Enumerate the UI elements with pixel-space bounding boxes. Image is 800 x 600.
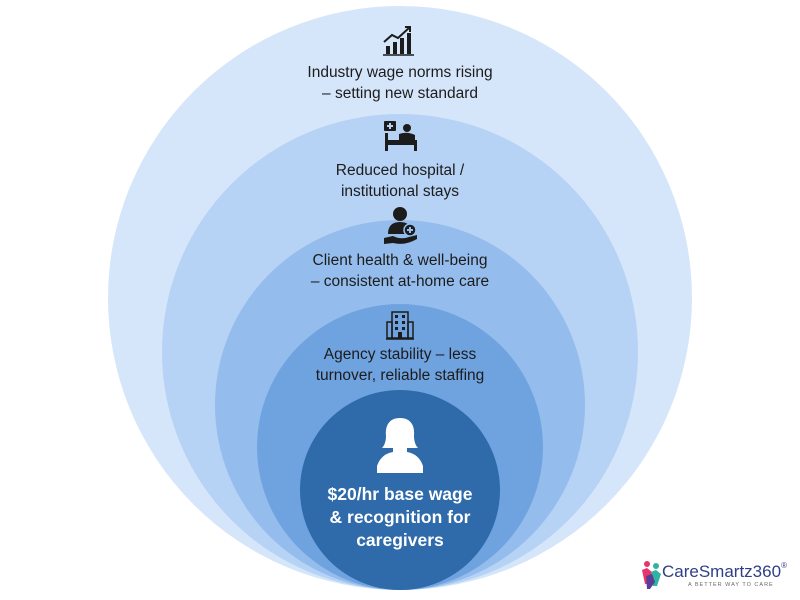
office-building-icon bbox=[386, 311, 414, 340]
center-label: $20/hr base wage & recognition for careg… bbox=[290, 483, 510, 552]
label-agency: Agency stability – less turnover, reliab… bbox=[250, 344, 550, 386]
caresmartz-logo: CareSmartz360® A BETTER WAY TO CARE bbox=[640, 558, 795, 594]
label-client: Client health & well-being – consistent … bbox=[250, 250, 550, 292]
label-agency-line2: turnover, reliable staffing bbox=[315, 367, 485, 384]
label-hospital-line2: institutional stays bbox=[340, 183, 460, 200]
label-hospital: Reduced hospital / institutional stays bbox=[250, 160, 550, 202]
logo-name: CareSmartz360 bbox=[662, 562, 782, 581]
label-hospital-line1: Reduced hospital / bbox=[335, 162, 465, 179]
trend-chart-icon bbox=[383, 26, 414, 56]
center-line1: $20/hr base wage bbox=[327, 484, 473, 504]
logo-tagline: A BETTER WAY TO CARE bbox=[688, 582, 774, 588]
logo-people-icon bbox=[642, 561, 661, 589]
label-industry: Industry wage norms rising – setting new… bbox=[250, 62, 550, 104]
logo-registered: ® bbox=[781, 561, 787, 571]
label-client-line2: – consistent at-home care bbox=[310, 273, 490, 290]
label-industry-line1: Industry wage norms rising bbox=[307, 64, 493, 81]
caregiver-hand-icon bbox=[384, 207, 417, 244]
label-industry-line2: – setting new standard bbox=[322, 85, 478, 102]
center-line2: & recognition for bbox=[329, 507, 471, 527]
label-client-line1: Client health & well-being bbox=[312, 252, 488, 269]
woman-user-icon bbox=[377, 418, 423, 473]
label-agency-line1: Agency stability – less bbox=[323, 346, 477, 363]
hospital-bed-icon bbox=[384, 121, 417, 151]
logo-wordmark: CareSmartz360® bbox=[662, 561, 787, 582]
center-line3: caregivers bbox=[356, 530, 444, 550]
center-circle bbox=[300, 390, 500, 590]
